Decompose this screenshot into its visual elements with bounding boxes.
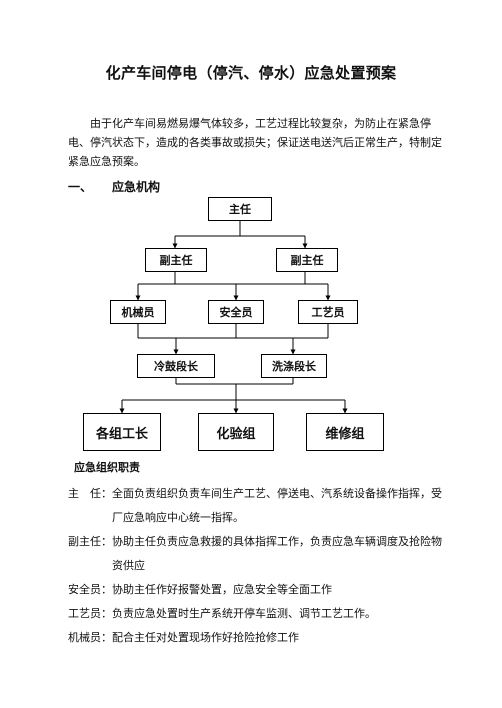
- duty-item-deputy: 副主任： 协助主任负责应急救援的具体指挥工作，负责应急车辆调度及抢险物资供应: [68, 530, 452, 578]
- org-box-washing-section: 洗涤段长: [261, 354, 327, 378]
- intro-paragraph: 由于化产车间易燃易爆气体较多，工艺过程比较复杂，为防止在紧急停电、停汽状态下，造…: [68, 117, 442, 168]
- org-box-safety: 安全员: [208, 300, 264, 324]
- org-box-process: 工艺员: [298, 300, 358, 324]
- org-box-lab-team: 化验组: [198, 413, 274, 451]
- duty-item-process: 工艺员： 负责应急处置时生产系统开停车监测、调节工艺工作。: [68, 602, 452, 626]
- org-box-cooling-section: 冷鼓段长: [137, 354, 215, 378]
- duty-item-safety: 安全员： 协助主任作好报警处置，应急安全等全面工作: [68, 578, 452, 602]
- duty-text: 协助主任负责应急救援的具体指挥工作，负责应急车辆调度及抢险物资供应: [112, 535, 442, 572]
- org-box-deputy-right: 副主任: [276, 248, 338, 272]
- org-box-mechanic: 机械员: [110, 300, 166, 324]
- duty-text: 协助主任作好报警处置，应急安全等全面工作: [112, 583, 332, 596]
- duty-role: 主 任：: [68, 487, 112, 500]
- duty-role: 工艺员：: [68, 607, 112, 620]
- duty-text: 配合主任对处置现场作好抢险抢修工作: [112, 631, 299, 644]
- duty-role: 安全员：: [68, 583, 112, 596]
- duty-text: 负责应急处置时生产系统开停车监测、调节工艺工作。: [112, 607, 376, 620]
- duty-text: 全面负责组织负责车间生产工艺、停送电、汽系统设备操作指挥，受厂应急响应中心统一指…: [112, 487, 442, 524]
- duty-role: 副主任：: [68, 535, 112, 548]
- duty-item-director: 主 任： 全面负责组织负责车间生产工艺、停送电、汽系统设备操作指挥，受厂应急响应…: [68, 482, 452, 530]
- duties-heading: 应急组织职责: [74, 461, 140, 474]
- section-heading: 一、 应急机构: [68, 178, 160, 195]
- org-box-maintenance-team: 维修组: [306, 413, 384, 451]
- document-title: 化产车间停电（停汽、停水）应急处置预案: [105, 64, 397, 82]
- duty-item-mechanic: 机械员： 配合主任对处置现场作好抢险抢修工作: [68, 626, 452, 650]
- section-title: 应急机构: [112, 180, 161, 194]
- org-box-deputy-left: 副主任: [145, 248, 207, 272]
- org-box-team-leaders: 各组工长: [83, 413, 161, 451]
- duty-role: 机械员：: [68, 631, 112, 644]
- org-box-director: 主任: [208, 197, 272, 221]
- section-number: 一、: [68, 180, 93, 194]
